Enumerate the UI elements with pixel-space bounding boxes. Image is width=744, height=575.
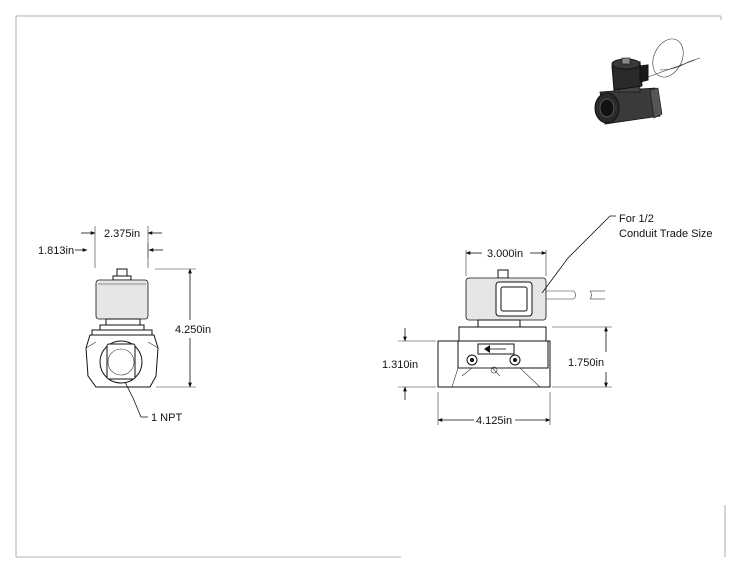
front-port (106, 343, 136, 380)
front-port-label: 1 NPT (151, 412, 182, 424)
side-view: 3.000in For 1/2 Conduit Trade Size 1.310… (382, 213, 713, 427)
conduit-label-line2: Conduit Trade Size (619, 228, 713, 240)
conduit-label-line1: For 1/2 (619, 213, 654, 225)
front-dim-offset: 1.813in (38, 245, 74, 257)
drawing-frame (15, 15, 726, 558)
isometric-valve-view (594, 38, 701, 125)
front-coil (95, 279, 149, 320)
front-dim-height: 4.250in (175, 324, 211, 336)
front-view: 2.375in 1.813in 4.250in 1 NPT (38, 226, 211, 424)
front-dim-width: 2.375in (104, 228, 140, 240)
side-dim-body-length: 4.125in (476, 415, 512, 427)
side-dim-port-height: 1.310in (382, 359, 418, 371)
side-dim-coil-width: 3.000in (487, 248, 523, 260)
side-dim-body-height: 1.750in (568, 357, 604, 369)
side-body-top (458, 326, 547, 342)
